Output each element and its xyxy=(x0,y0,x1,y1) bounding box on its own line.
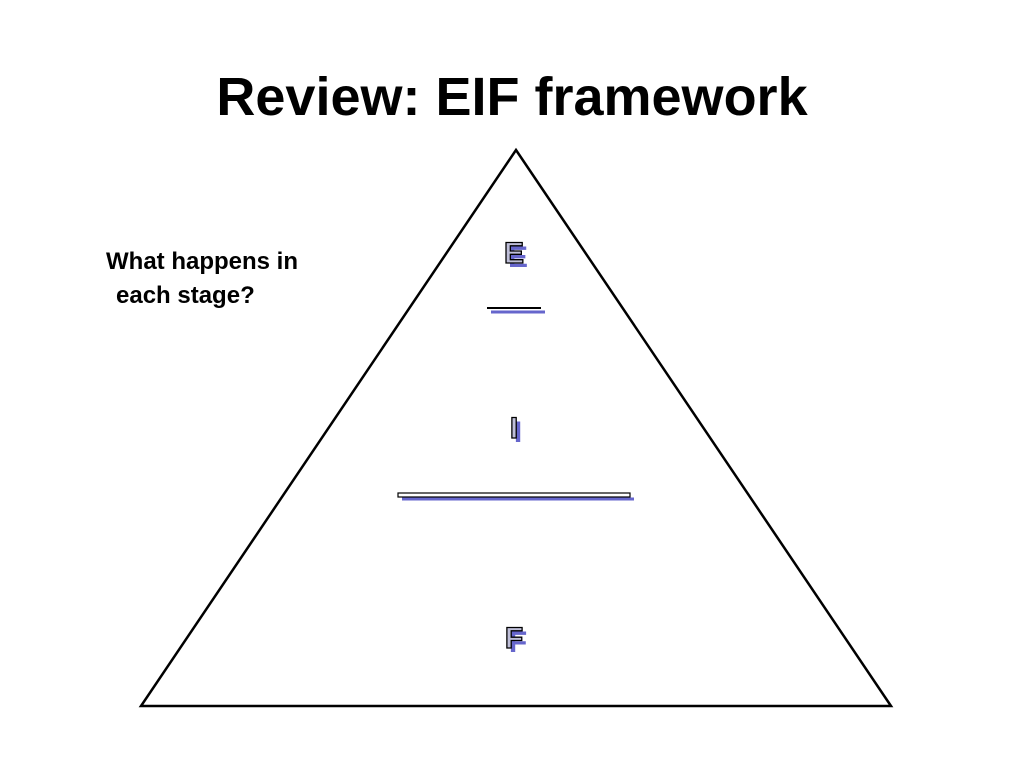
divider-lower xyxy=(397,492,634,501)
question-line-2: each stage? xyxy=(116,282,255,309)
question-line-1: What happens in xyxy=(106,248,298,275)
stage-i-shadow: I xyxy=(514,416,522,449)
divider-upper xyxy=(487,307,545,314)
stage-e-shadow: E xyxy=(508,241,528,274)
question-text: What happens in each stage? xyxy=(106,245,366,313)
stage-i-letter: I xyxy=(510,412,518,445)
pyramid-outline xyxy=(138,147,894,708)
stage-f: F F xyxy=(504,621,527,659)
stage-f-letter: F xyxy=(505,622,523,655)
stage-e: E E xyxy=(503,236,528,274)
stage-e-letter: E xyxy=(504,237,524,270)
slide-title: Review: EIF framework xyxy=(216,67,808,127)
stage-f-shadow: F xyxy=(509,626,527,659)
stage-i: I I xyxy=(509,411,522,449)
